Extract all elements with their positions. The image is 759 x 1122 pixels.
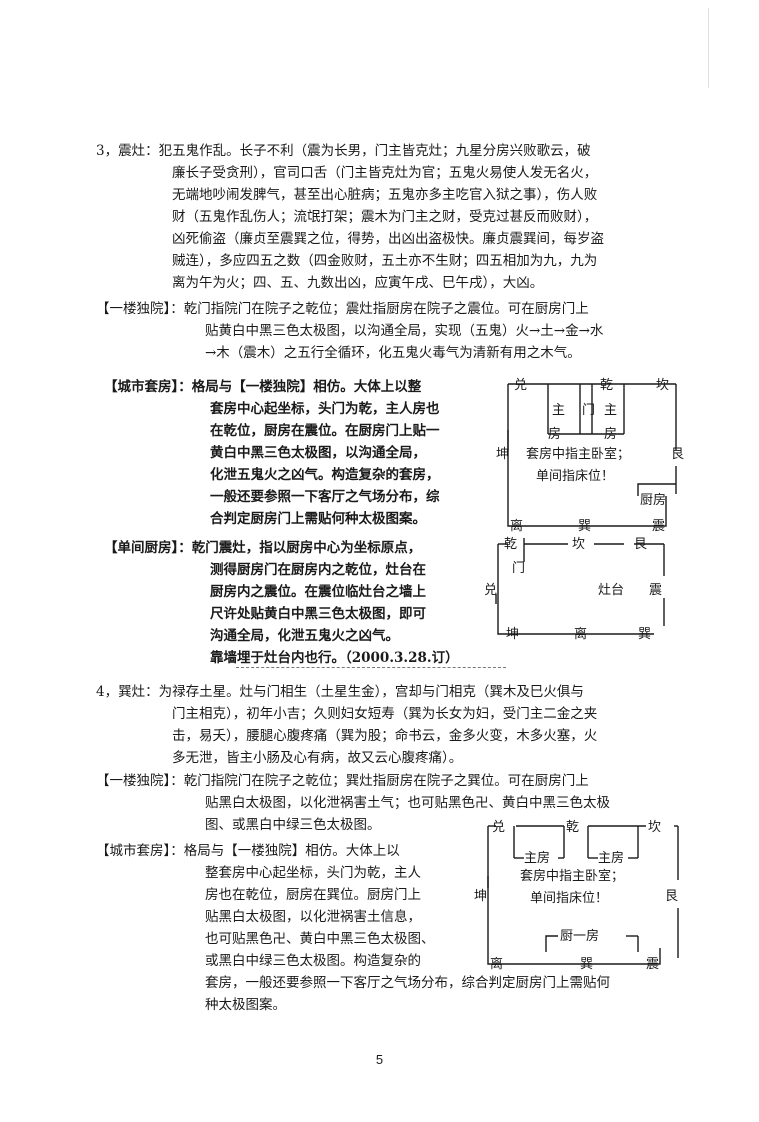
text-line: 财（五鬼作乱伤人；流氓打架；震木为门主之财，受克过甚反而败财），: [172, 209, 598, 225]
divider: [236, 667, 506, 668]
note-label: 单间指床位！: [536, 469, 614, 484]
text-line: 【一楼独院】：乾门指院门在院子之乾位；震灶指厨房在院子之震位。可在厨房门上: [96, 301, 589, 317]
li-label: 离: [490, 956, 503, 972]
text-line: 贴黑白太极图，以化泄祸害土信息，: [205, 909, 421, 925]
text-line: 种太极图案。: [205, 997, 286, 1013]
text-line: 沟通全局，化泄五鬼火之凶气。: [210, 628, 399, 644]
li-label: 离: [510, 518, 523, 534]
text-line: 房也在乾位，厨房在巽位。厨房门上: [205, 887, 421, 903]
text-line: 整套房中心起坐标，头门为乾，主人: [205, 865, 421, 881]
section4-chengshi: 【城市套房】：格局与【一楼独院】相仿。大体上以 整套房中心起坐标，头门为乾，主人…: [96, 840, 435, 972]
section4-chengshi-tail: 套房，一般还要参照一下客厅之气场分布，综合判定厨房门上需贴何 种太极图案。: [205, 972, 610, 1016]
text-line: 图、或黑白中绿三色太极图。: [205, 817, 381, 833]
zhen-label: 震: [646, 957, 659, 972]
text-line: 厨房内之震位。在震位临灶台之墙上: [210, 584, 426, 600]
text-line: 合判定厨房门上需贴何种太极图案。: [210, 511, 426, 527]
kan-label: 坎: [656, 378, 669, 393]
text-line: 多无泄，皆主小肠及心有病，故又云心腹疼痛）。: [172, 750, 463, 766]
text-line: 【一楼独院】：乾门指院门在院子之乾位；巽灶指厨房在院子之巽位。可在厨房门上: [96, 773, 589, 789]
fang-label: 房: [604, 426, 617, 442]
li-label: 离: [574, 626, 587, 642]
bagua-diagram-1: 兑 乾 坎 主 门 主 房 房 坤 套房中指主卧室； 艮 单间指床位！ 厨房 离…: [496, 378, 684, 534]
margin-mark: [708, 8, 709, 88]
men-label: 门: [512, 561, 525, 576]
text-line: 【城市套房】：格局与【一楼独院】相仿。大体上以: [96, 843, 400, 859]
text-line: 廉长子受贪刑），官司口舌（门主皆克灶为官；五鬼火易使人发无名火，: [172, 165, 598, 181]
text-line: 一般还要参照一下客厅之气场分布，综: [210, 489, 440, 505]
gen-label: 艮: [671, 447, 684, 462]
text-line: 贴黑白太极图，以化泄祸害土气；也可贴黑色卍、黄白中黑三色太极: [205, 795, 610, 811]
text-line: 门主相克），初年小吉；久则妇女短寿（巽为长女为妇，受门主二金之夹: [172, 706, 598, 722]
qian-label: 乾: [504, 537, 517, 552]
note-label: 单间指床位！: [530, 891, 608, 906]
zhufang-label: 主房: [598, 850, 624, 866]
kun-label: 坤: [506, 627, 519, 642]
text-line: 化泄五鬼火之凶气。构造复杂的套房，: [210, 467, 440, 483]
gen-label: 艮: [665, 889, 678, 904]
text-line: 贼连），多应四五之数（四金败财，五土亦不生财；四五相加为九，九为: [172, 253, 598, 269]
text-line: 凶死偷盗（廉贞至震巽之位，得势，出凶出盗极快。廉贞震巽间，每岁盗: [172, 231, 604, 247]
kan-label: 坎: [648, 820, 661, 835]
xun-label: 巽: [638, 627, 651, 642]
bagua-diagram-2: 乾 坎 艮 门 兑 灶台 震 坤 离 巽: [484, 537, 665, 642]
section3-chengshi: 【城市套房】：格局与【一楼独院】相仿。大体上以整 套房中心起坐标，头门为乾，主人…: [104, 376, 440, 530]
zhen-label: 震: [652, 519, 665, 534]
dui-label: 兑: [514, 378, 527, 393]
section4-text: 4，巽灶：为禄存土星。灶与门相生（土星生金），宫却与门相克（巽木及巳火俱与 门主…: [96, 681, 597, 769]
text-line: 4，巽灶：为禄存土星。灶与门相生（土星生金），宫却与门相克（巽木及巳火俱与: [96, 684, 584, 700]
men-label: 门: [582, 403, 595, 418]
chufang-label: 厨一房: [560, 928, 599, 944]
note-label: 套房中指主卧室；: [520, 868, 624, 884]
text-line: 测得厨房门在厨房内之乾位，灶台在: [210, 562, 426, 578]
dui-label: 兑: [492, 820, 505, 835]
kan-label: 坎: [572, 537, 585, 552]
page-number: 5: [375, 1052, 384, 1067]
text-line: 击，易夭），腰腿心腹疼痛（巽为股；命书云，金多火变，木多火塞，火: [172, 728, 598, 744]
section3-text: 3，震灶：犯五鬼作乱。长子不利（震为长男，门主皆克灶；九星分房兴败歌云，破 廉长…: [96, 140, 604, 294]
section3-danjian: 【单间厨房】：乾门震灶，指以厨房中心为坐标原点， 测得厨房门在厨房内之乾位，灶台…: [104, 537, 459, 669]
text-line: 尺许处贴黄白中黑三色太极图，即可: [210, 606, 426, 622]
chufang-label: 厨房: [640, 492, 666, 508]
note-label: 套房中指主卧室；: [526, 446, 630, 462]
text-line: 套房中心起坐标，头门为乾，主人房也: [210, 401, 440, 417]
text-line: 黄白中黑三色太极图，以沟通全局，: [210, 445, 426, 461]
gen-label: 艮: [634, 537, 647, 552]
section4-yilou: 【一楼独院】：乾门指院门在院子之乾位；巽灶指厨房在院子之巽位。可在厨房门上 贴黑…: [96, 770, 610, 836]
text-line: 靠墙埋于灶台内也行。（2000.3.28.订）: [210, 650, 459, 666]
text-line: 3，震灶：犯五鬼作乱。长子不利（震为长男，门主皆克灶；九星分房兴败歌云，破: [96, 143, 591, 159]
text-line: 贴黄白中黑三色太极图，以沟通全局，实现（五鬼）火→土→金→水: [205, 323, 604, 339]
text-line: 在乾位，厨房在震位。在厨房门上贴一: [210, 423, 440, 439]
bagua-diagram-3: 兑 乾 坎 主房 主房 坤 套房中指主卧室； 单间指床位！ 艮 厨一房 离 巽 …: [474, 820, 679, 972]
xun-label: 巽: [578, 519, 591, 534]
text-line: 也可贴黑色卍、黄白中黑三色太极图、: [205, 931, 435, 947]
text-line: 或黑白中绿三色太极图。构造复杂的: [205, 953, 421, 969]
zaotai-label: 灶台: [598, 583, 624, 598]
dui-label: 兑: [484, 583, 497, 598]
xun-label: 巽: [580, 957, 593, 972]
text-line: 套房，一般还要参照一下客厅之气场分布，综合判定厨房门上需贴何: [205, 975, 610, 991]
qian-label: 乾: [600, 378, 613, 393]
text-line: →木（震木）之五行全循环，化五鬼火毒气为清新有用之木气。: [205, 345, 581, 361]
text-line: 无端地吵闹发脾气，甚至出心脏病；五鬼亦多主吃官入狱之事），伤人败: [172, 187, 598, 203]
text-line: 离为午为火；四、五、九数出凶，应寅午戌、巳午戌），大凶。: [172, 275, 544, 291]
zhu-label: 主: [552, 403, 565, 418]
kun-label: 坤: [496, 447, 509, 462]
qian-label: 乾: [566, 820, 579, 835]
zhufang-label: 主房: [524, 850, 550, 866]
kun-label: 坤: [474, 889, 487, 904]
text-line: 【城市套房】：格局与【一楼独院】相仿。大体上以整: [104, 379, 422, 395]
zhu-label: 主: [604, 403, 617, 418]
zhen-label: 震: [649, 583, 662, 598]
text-line: 【单间厨房】：乾门震灶，指以厨房中心为坐标原点，: [104, 540, 422, 556]
fang-label: 房: [548, 426, 561, 442]
section3-yilou: 【一楼独院】：乾门指院门在院子之乾位；震灶指厨房在院子之震位。可在厨房门上 贴黄…: [96, 298, 603, 364]
